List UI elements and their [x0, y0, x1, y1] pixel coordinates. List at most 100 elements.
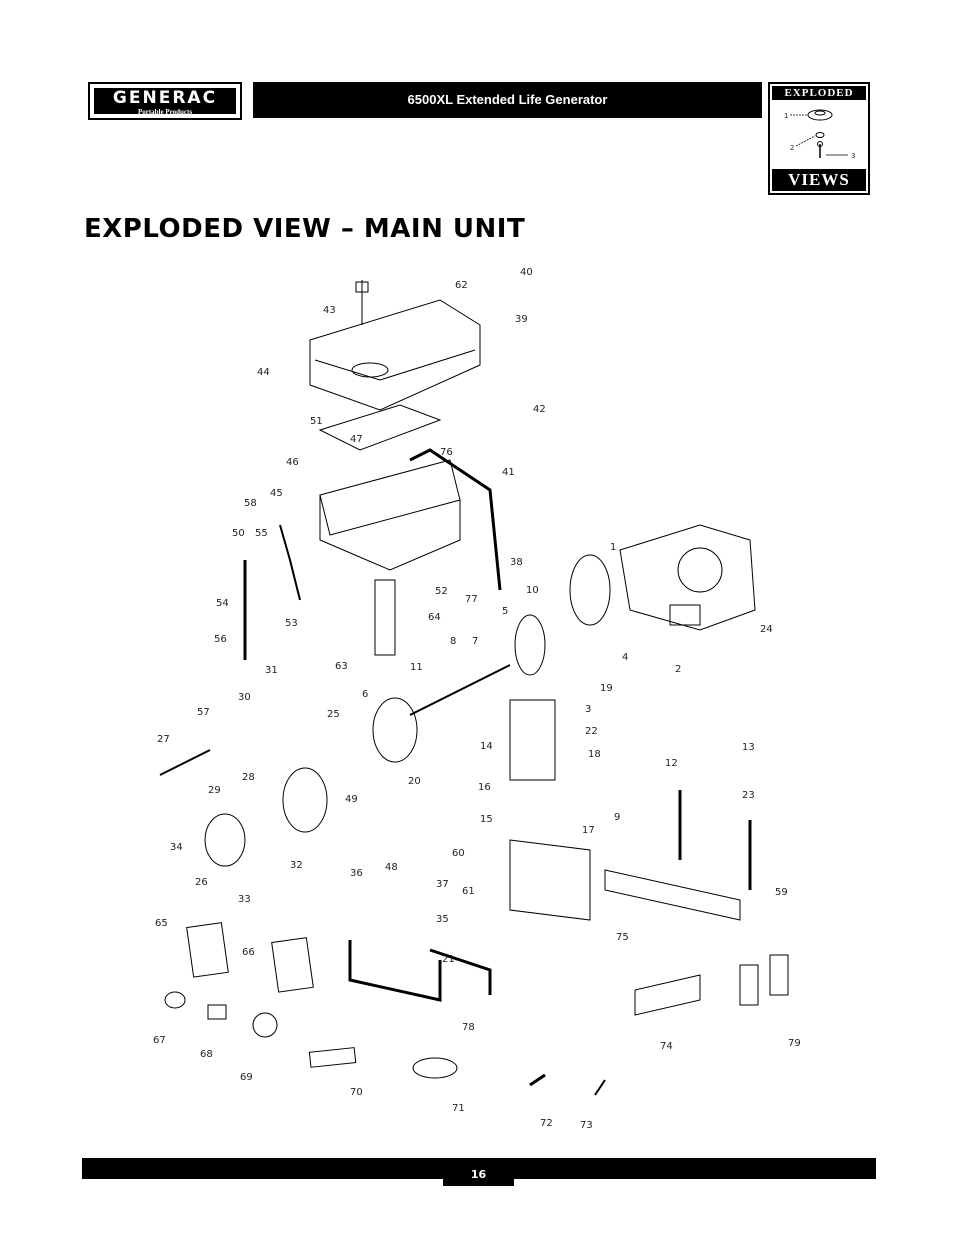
control-panel-shape: [509, 839, 591, 921]
callout-23: 23: [742, 790, 755, 801]
callout-13: 13: [742, 742, 755, 753]
callout-55: 55: [255, 528, 268, 539]
callout-77: 77: [465, 594, 478, 605]
callout-59: 59: [775, 887, 788, 898]
callout-34: 34: [170, 842, 183, 853]
callout-46: 46: [286, 457, 299, 468]
callout-78: 78: [462, 1022, 475, 1033]
callout-71: 71: [452, 1103, 465, 1114]
callout-47: 47: [350, 434, 363, 445]
callout-42: 42: [533, 404, 546, 415]
rear-bearing-carrier-shape: [282, 767, 328, 833]
callout-52: 52: [435, 586, 448, 597]
diagram-callouts: 1 2 3 4 5 6 7 8 9 10 11 12 13 14 15 16 1…: [153, 267, 801, 1131]
callout-64: 64: [428, 612, 441, 623]
callout-16: 16: [478, 782, 491, 793]
engine-shape: [619, 524, 756, 631]
callout-57: 57: [197, 707, 210, 718]
callout-50: 50: [232, 528, 245, 539]
callout-5: 5: [502, 606, 508, 617]
callout-67: 67: [153, 1035, 166, 1046]
callout-53: 53: [285, 618, 298, 629]
page-number: 16: [443, 1160, 514, 1186]
callout-26: 26: [195, 877, 208, 888]
badge-callout-1: 1: [784, 112, 788, 120]
callout-43: 43: [323, 305, 336, 316]
callout-9: 9: [614, 812, 620, 823]
rotor-shape: [514, 614, 546, 676]
callout-70: 70: [350, 1087, 363, 1098]
callout-56: 56: [214, 634, 227, 645]
callout-69: 69: [240, 1072, 253, 1083]
callout-35: 35: [436, 914, 449, 925]
badge-bottom-label: VIEWS: [772, 169, 866, 191]
stator-shape: [569, 554, 611, 626]
callout-44: 44: [257, 367, 270, 378]
callout-27: 27: [157, 734, 170, 745]
document-title: 6500XL Extended Life Generator: [253, 82, 762, 118]
callout-74: 74: [660, 1041, 673, 1052]
callout-51: 51: [310, 416, 323, 427]
control-box-shape: [509, 699, 556, 781]
callout-48: 48: [385, 862, 398, 873]
exploded-views-badge: EXPLODED 1 2 3 VIEWS: [768, 82, 870, 195]
callout-7: 7: [472, 636, 478, 647]
callout-24: 24: [760, 624, 773, 635]
callout-21: 21: [442, 954, 455, 965]
callout-58: 58: [244, 498, 257, 509]
logo-mark: GENERAC Portable Products: [94, 88, 236, 116]
callout-62: 62: [455, 280, 468, 291]
callout-17: 17: [582, 825, 595, 836]
callout-72: 72: [540, 1118, 553, 1129]
callout-75: 75: [616, 932, 629, 943]
callout-29: 29: [208, 785, 221, 796]
callout-66: 66: [242, 947, 255, 958]
badge-top-label: EXPLODED: [772, 86, 866, 100]
callout-38: 38: [510, 557, 523, 568]
callout-54: 54: [216, 598, 229, 609]
callout-73: 73: [580, 1120, 593, 1131]
callout-18: 18: [588, 749, 601, 760]
badge-mini-diagram: 1 2 3: [784, 109, 855, 160]
generac-logo: GENERAC Portable Products: [88, 82, 242, 120]
callout-65: 65: [155, 918, 168, 929]
callout-40: 40: [520, 267, 533, 278]
callout-30: 30: [238, 692, 251, 703]
page-heading: EXPLODED VIEW – MAIN UNIT: [84, 214, 526, 244]
callout-12: 12: [665, 758, 678, 769]
callout-10: 10: [526, 585, 539, 596]
callout-37: 37: [436, 879, 449, 890]
callout-45: 45: [270, 488, 283, 499]
callout-1: 1: [610, 542, 616, 553]
badge-callout-3: 3: [851, 152, 855, 160]
callout-39: 39: [515, 314, 528, 325]
callout-25: 25: [327, 709, 340, 720]
callout-11: 11: [410, 662, 423, 673]
callout-19: 19: [600, 683, 613, 694]
callout-32: 32: [290, 860, 303, 871]
callout-79: 79: [788, 1038, 801, 1049]
callout-8: 8: [450, 636, 456, 647]
callout-63: 63: [335, 661, 348, 672]
frame-top-shape: [319, 459, 461, 536]
exploded-diagram: 1 2 3 4 5 6 7 8 9 10 11 12 13 14 15 16 1…: [153, 267, 801, 1131]
callout-28: 28: [242, 772, 255, 783]
callout-4: 4: [622, 652, 628, 663]
callout-61: 61: [462, 886, 475, 897]
callout-33: 33: [238, 894, 251, 905]
callout-15: 15: [480, 814, 493, 825]
badge-callout-2: 2: [790, 144, 794, 152]
callout-2: 2: [675, 664, 681, 675]
logo-subtitle: Portable Products: [137, 108, 193, 116]
callout-31: 31: [265, 665, 278, 676]
fuel-tank-shape: [309, 299, 481, 411]
callout-6: 6: [362, 689, 368, 700]
callout-68: 68: [200, 1049, 213, 1060]
callout-49: 49: [345, 794, 358, 805]
callout-20: 20: [408, 776, 421, 787]
callout-22: 22: [585, 726, 598, 737]
callout-36: 36: [350, 868, 363, 879]
logo-name: GENERAC: [112, 88, 218, 108]
callout-76: 76: [440, 447, 453, 458]
callout-14: 14: [480, 741, 493, 752]
